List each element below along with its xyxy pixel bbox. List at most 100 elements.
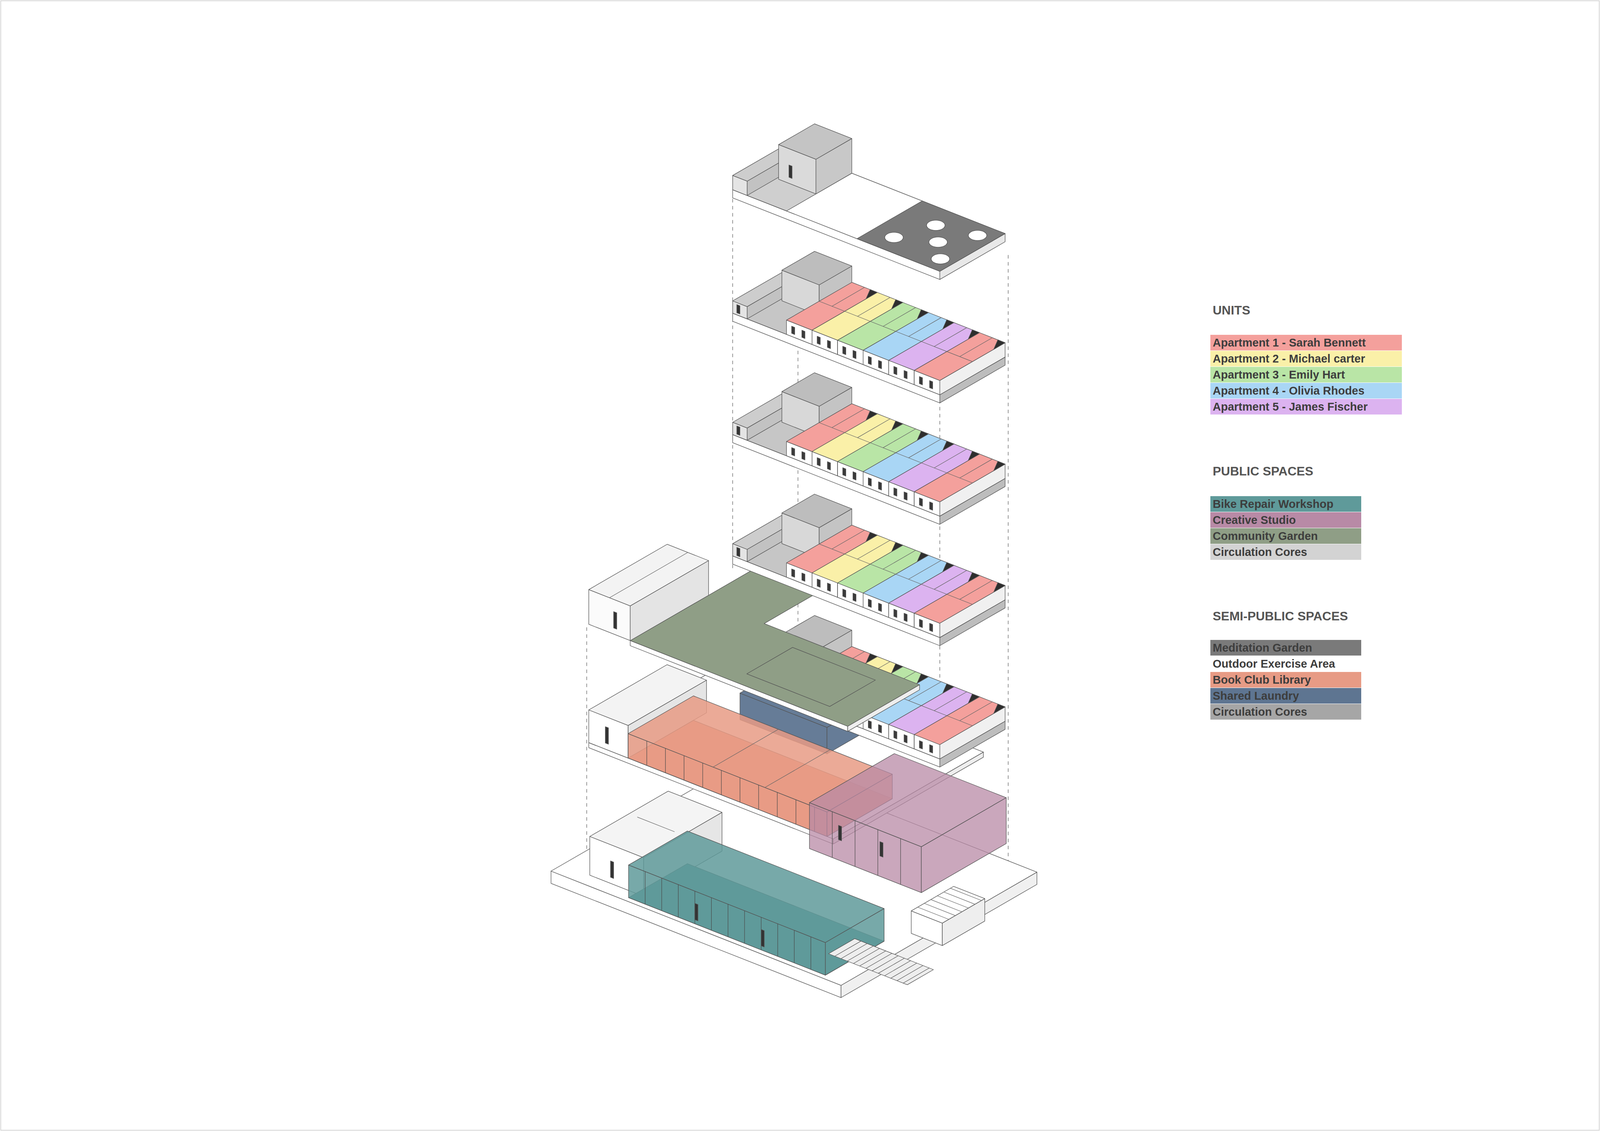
legend-label: Circulation Cores [1212, 545, 1308, 559]
legend-swatch: Apartment 5 - James Fischer [1210, 399, 1402, 415]
core-partition [609, 552, 689, 598]
legend-label: Book Club Library [1212, 673, 1311, 687]
stair-line [637, 817, 675, 833]
legend-swatch: Outdoor Exercise Area [1210, 656, 1362, 672]
drawing-group [551, 123, 1037, 999]
apartment-unit [914, 697, 1005, 745]
glass-mullion [665, 748, 666, 774]
stair-line [924, 903, 956, 916]
room-partition [764, 749, 831, 788]
apartment-unit [914, 454, 1005, 502]
column-mark [993, 582, 1006, 593]
door-mark [838, 825, 842, 842]
ramp-hatch [890, 963, 917, 979]
glass-mullion [644, 871, 646, 905]
legend-label: Community Garden [1212, 529, 1318, 543]
unit-partition [895, 574, 922, 585]
ramp-hatch [859, 951, 886, 967]
legend-label: Apartment 2 - Michael carter [1212, 352, 1366, 366]
unit-partition [819, 422, 845, 434]
legend-heading: PUBLIC SPACES [1212, 464, 1314, 479]
glass-mullion [661, 878, 663, 912]
legend-label: Outdoor Exercise Area [1212, 657, 1336, 671]
unit-partition [959, 702, 993, 722]
door-mark [761, 929, 765, 948]
unit-partition [959, 337, 993, 357]
window [868, 720, 872, 729]
window [903, 492, 908, 501]
window [868, 356, 872, 365]
legend-label: Apartment 5 - James Fischer [1212, 400, 1368, 414]
alignment-line [732, 198, 733, 572]
window [878, 603, 882, 612]
column-mark [993, 340, 1006, 350]
circulation-core [782, 372, 852, 407]
alignment-line [586, 627, 588, 878]
window [852, 593, 856, 602]
planter-circle [884, 232, 904, 243]
glass-mullion [794, 930, 795, 964]
window [893, 609, 897, 618]
legend-swatch: Community Garden [1210, 528, 1362, 545]
column-mark [993, 704, 1006, 714]
creative-studio [809, 753, 1006, 847]
window [827, 461, 831, 471]
window [817, 457, 821, 466]
stair-line [943, 892, 976, 905]
window [919, 619, 923, 628]
window [791, 326, 795, 335]
meditation-garden [857, 200, 1006, 272]
stair-line [930, 900, 963, 913]
unit-partition [819, 544, 845, 555]
window [903, 734, 908, 743]
glass-mullion [877, 830, 879, 876]
window [817, 579, 821, 588]
legend-label: Apartment 1 - Sarah Bennett [1212, 336, 1366, 350]
glass-mullion [646, 741, 647, 766]
window [868, 599, 872, 608]
glass-mullion [683, 755, 685, 781]
legend-label: Circulation Cores [1212, 705, 1308, 719]
stair-line [937, 896, 969, 909]
glass-mullion [702, 763, 703, 788]
window [817, 336, 821, 345]
window [842, 346, 846, 355]
door-mark [736, 304, 740, 315]
stair-line [917, 907, 949, 920]
window [893, 488, 897, 497]
column-mark [993, 461, 1006, 471]
parapet-line [851, 173, 923, 201]
window [919, 740, 923, 750]
glass-mullion [739, 778, 741, 803]
window [919, 376, 923, 385]
glass-mullion [721, 770, 722, 796]
circulation-core [778, 123, 852, 160]
glass-mullion [758, 785, 759, 810]
planter-circle [926, 220, 945, 231]
window [791, 569, 795, 578]
door-mark [879, 841, 883, 858]
window [919, 497, 923, 507]
apartment-unit [914, 575, 1005, 624]
glass-mullion [832, 812, 833, 858]
legend-swatch: Circulation Cores [1210, 704, 1362, 720]
unit-partition [959, 459, 993, 478]
alignment-line [1007, 255, 1009, 868]
door-mark [789, 164, 793, 179]
circulation-core [588, 544, 709, 607]
legend-label: Apartment 3 - Emily Hart [1212, 368, 1345, 382]
window [827, 583, 831, 592]
ramp-hatch [884, 961, 911, 977]
garden-court [746, 647, 876, 707]
legend-swatch: Circulation Cores [1210, 544, 1362, 561]
glass-mullion [810, 937, 811, 971]
legend-swatch: Book Club Library [1210, 672, 1362, 688]
planter-circle [931, 254, 950, 265]
window [929, 380, 933, 389]
circulation-core [782, 494, 852, 528]
window [878, 360, 882, 369]
window [801, 451, 806, 460]
glass-mullion [744, 910, 745, 944]
planter-circle [968, 230, 987, 241]
unit-partition [959, 580, 993, 600]
